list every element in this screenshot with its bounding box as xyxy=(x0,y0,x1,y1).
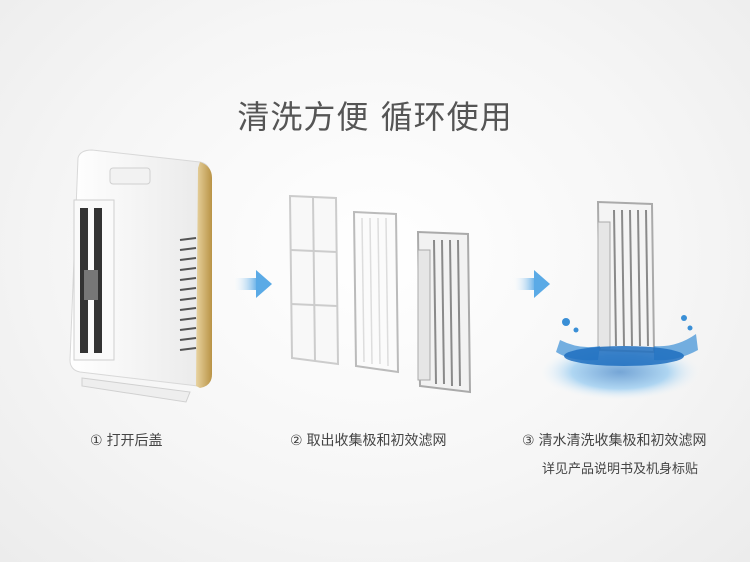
footnote: 详见产品说明书及机身标贴 xyxy=(542,462,699,477)
step-number: ② xyxy=(290,433,303,449)
filter-frame xyxy=(352,210,400,374)
step-number: ③ xyxy=(522,433,535,449)
step-number: ① xyxy=(90,433,103,449)
arrow-right-icon xyxy=(512,270,550,298)
collector-in-water xyxy=(540,200,700,400)
air-purifier xyxy=(69,149,212,403)
collector-plate xyxy=(416,230,472,394)
step-text: 打开后盖 xyxy=(106,433,163,449)
pre-filter-mesh xyxy=(288,194,340,366)
arrow-right-icon xyxy=(232,270,272,298)
headline: 清洗方便 循环使用 xyxy=(237,98,513,136)
step-text: 清水清洗收集极和初效滤网 xyxy=(538,433,707,449)
step-text: 取出收集极和初效滤网 xyxy=(306,433,447,449)
